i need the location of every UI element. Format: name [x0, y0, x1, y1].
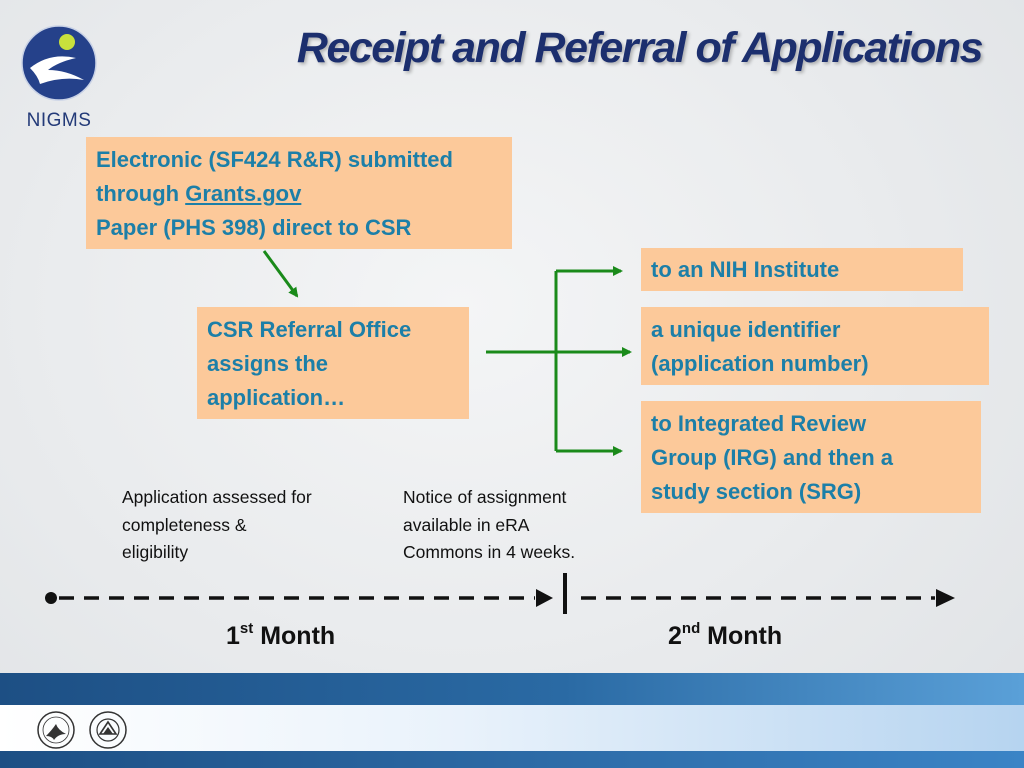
referral-office-box: CSR Referral Office assigns the applicat… — [197, 307, 469, 419]
assignment-note-line-3: Commons in 4 weeks. — [403, 542, 576, 562]
outcome-identifier-box: a unique identifier (application number) — [641, 307, 989, 385]
month-2-word: Month — [700, 622, 783, 650]
assessment-note-line-3: eligibility — [122, 542, 189, 562]
referral-line-2: assigns the — [207, 351, 329, 376]
nigms-logo-icon — [21, 25, 97, 101]
footer-band-top — [0, 673, 1024, 705]
nigms-logo: NIGMS — [18, 22, 100, 134]
assessment-note-line-2: completeness & — [122, 514, 247, 535]
submission-grants-line: through Grants.gov — [96, 177, 502, 211]
outcome-irg-box: to Integrated Review Group (IRG) and the… — [641, 401, 981, 513]
assessment-note-line-1: Application assessed for — [122, 487, 312, 507]
month-1-suffix: st — [239, 620, 254, 637]
footer-band-middle — [0, 705, 1024, 751]
timeline-arrowhead-month1 — [536, 589, 553, 607]
grants-gov-link[interactable]: Grants.gov — [185, 181, 302, 206]
referral-line-3: application… — [207, 385, 346, 410]
submission-box: Electronic (SF424 R&R) submitted through… — [86, 137, 512, 249]
assignment-note-line-1: Notice of assignment — [403, 487, 567, 507]
outcome-irg-line-2: Group (IRG) and then a — [651, 445, 893, 470]
assignment-notice-note: Notice of assignment available in eRA Co… — [403, 484, 575, 567]
assignment-note-line-2: available in eRA — [403, 514, 530, 535]
nigms-logo-label: NIGMS — [26, 110, 92, 131]
referral-line-1: CSR Referral Office — [207, 317, 412, 342]
submission-through-text: through — [96, 181, 186, 206]
outcome-identifier-line-1: a unique identifier — [651, 317, 841, 342]
outcome-institute-text: to an NIH Institute — [651, 257, 840, 282]
timeline-start-dot — [45, 592, 57, 604]
outcome-identifier-line-2: (application number) — [651, 351, 869, 376]
outcome-irg-line-3: study section (SRG) — [651, 479, 862, 504]
month-2-number: 2 — [668, 622, 682, 650]
outcome-irg-line-1: to Integrated Review — [651, 411, 867, 436]
hhs-seal-icon — [37, 711, 75, 749]
submission-paper-text: Paper (PHS 398) direct to CSR — [96, 215, 412, 240]
outcome-institute-box: to an NIH Institute — [641, 248, 963, 291]
month-1-word: Month — [253, 622, 336, 650]
nih-seal-icon — [89, 711, 127, 749]
submission-to-referral-arrow — [262, 250, 299, 298]
month-2-suffix: nd — [681, 620, 701, 637]
month-1-label: 1st Month — [226, 620, 336, 651]
timeline-arrowhead-month2 — [936, 589, 955, 607]
month-2-label: 2nd Month — [668, 620, 783, 651]
submission-electronic-text: Electronic (SF424 R&R) submitted — [96, 147, 453, 172]
month-1-number: 1 — [226, 622, 240, 650]
footer-band-bottom — [0, 751, 1024, 768]
slide-title: Receipt and Referral of Applications — [296, 24, 984, 72]
assessment-note: Application assessed for completeness & … — [122, 484, 312, 567]
